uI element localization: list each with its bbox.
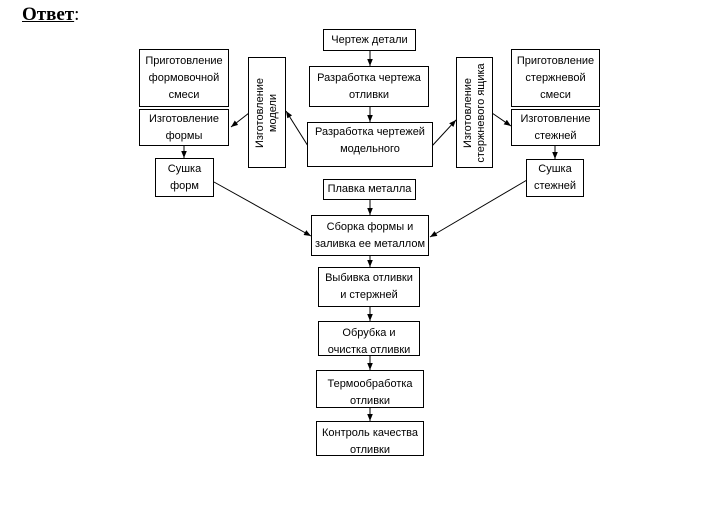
node-heat-treatment: Термообработка отливки <box>316 370 424 408</box>
node-core-mix: Приготовление стержневой смеси <box>511 49 600 107</box>
arrow-coredry-to-assembly <box>429 179 528 238</box>
node-trim-clean: Обрубка и очистка отливки <box>318 321 420 356</box>
node-mold-make: Изготовление формы <box>139 109 229 146</box>
arrow-model-to-moldmake <box>230 112 250 128</box>
node-core-dry: Сушка стежней <box>526 159 584 197</box>
node-casting-drawing: Разработка чертежа отливки <box>309 66 429 107</box>
node-part-drawing: Чертеж детали <box>323 29 416 51</box>
node-core-make: Изготовление стежней <box>511 109 600 146</box>
node-assembly-pour: Сборка формы и заливка ее металлом <box>311 215 429 256</box>
node-metal-melt: Плавка металла <box>323 179 416 200</box>
answer-word: Ответ <box>22 4 75 25</box>
answer-heading: Ответ: <box>22 4 79 26</box>
arrow-pattern-to-corebox <box>431 119 457 147</box>
node-corebox-make: Изготовление стержневого ящика <box>456 57 493 168</box>
answer-colon: : <box>74 4 80 25</box>
node-pattern-drawings: Разработка чертежей модельного <box>307 122 433 167</box>
node-mold-dry: Сушка форм <box>155 158 214 197</box>
arrow-pattern-to-model <box>285 110 309 147</box>
node-mold-mix: Приготовление формовочной смеси <box>139 49 229 107</box>
arrow-corebox-to-coremake <box>491 112 512 127</box>
arrow-molddry-to-assembly <box>213 181 312 237</box>
node-model-make: Изготовление модели <box>248 57 286 168</box>
node-knockout: Выбивка отливки и стержней <box>318 267 420 307</box>
node-quality-control: Контроль качества отливки <box>316 421 424 456</box>
